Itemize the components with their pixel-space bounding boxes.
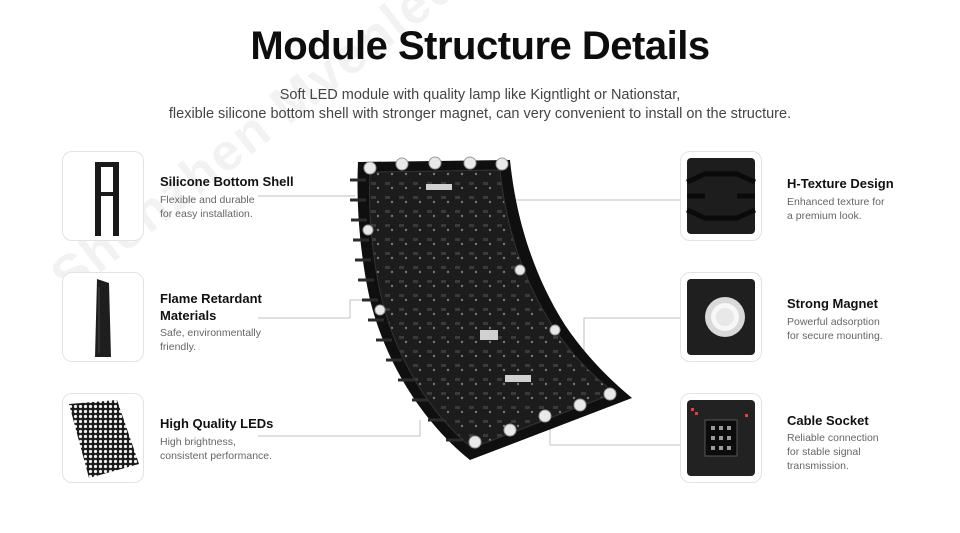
thumb-flame-retardant (62, 272, 144, 362)
thumb-silicone-shell (62, 151, 144, 241)
feature-desc-cable-2: for stable signal (787, 446, 861, 458)
page-title: Module Structure Details (250, 24, 710, 68)
thumb-h-texture (680, 151, 762, 241)
feature-desc-flame-1: Safe, environmentally (160, 327, 261, 339)
thumb-leds (62, 393, 144, 483)
feature-title-silicone: Silicone Bottom Shell (160, 174, 294, 189)
subtitle-line-1: Soft LED module with quality lamp like K… (279, 87, 681, 103)
feature-desc-leds-2: consistent performance. (160, 450, 273, 462)
led-matrix-icon (69, 400, 139, 478)
flame-retardant-icon (95, 279, 111, 357)
feature-desc-silicone-2: for easy installation. (160, 208, 253, 220)
feature-title-flame-2: Materials (160, 308, 217, 323)
feature-desc-magnet-2: for secure mounting. (787, 330, 883, 342)
thumb-cable-socket (680, 393, 762, 483)
led-module-image (350, 156, 632, 460)
feature-title-leds: High Quality LEDs (160, 416, 274, 431)
feature-desc-flame-2: friendly. (160, 341, 196, 353)
cable-socket-icon (687, 400, 755, 476)
feature-title-magnet: Strong Magnet (787, 296, 878, 311)
feature-desc-h-texture-1: Enhanced texture for (787, 196, 885, 208)
feature-desc-cable-3: transmission. (787, 460, 849, 472)
feature-title-flame-1: Flame Retardant (160, 291, 262, 306)
feature-desc-h-texture-2: a premium look. (787, 210, 862, 222)
feature-desc-cable-1: Reliable connection (787, 432, 879, 444)
silicone-shell-icon (95, 162, 119, 236)
feature-desc-magnet-1: Powerful adsorption (787, 316, 880, 328)
feature-title-h-texture: H-Texture Design (787, 176, 894, 191)
feature-title-cable: Cable Socket (787, 413, 869, 428)
thumb-magnet (680, 272, 762, 362)
subtitle-line-2: flexible silicone bottom shell with stro… (168, 106, 792, 122)
feature-desc-silicone-1: Flexible and durable (160, 194, 255, 206)
magnet-icon (687, 279, 755, 355)
h-texture-icon (685, 158, 757, 234)
feature-desc-leds-1: High brightness, (160, 436, 236, 448)
